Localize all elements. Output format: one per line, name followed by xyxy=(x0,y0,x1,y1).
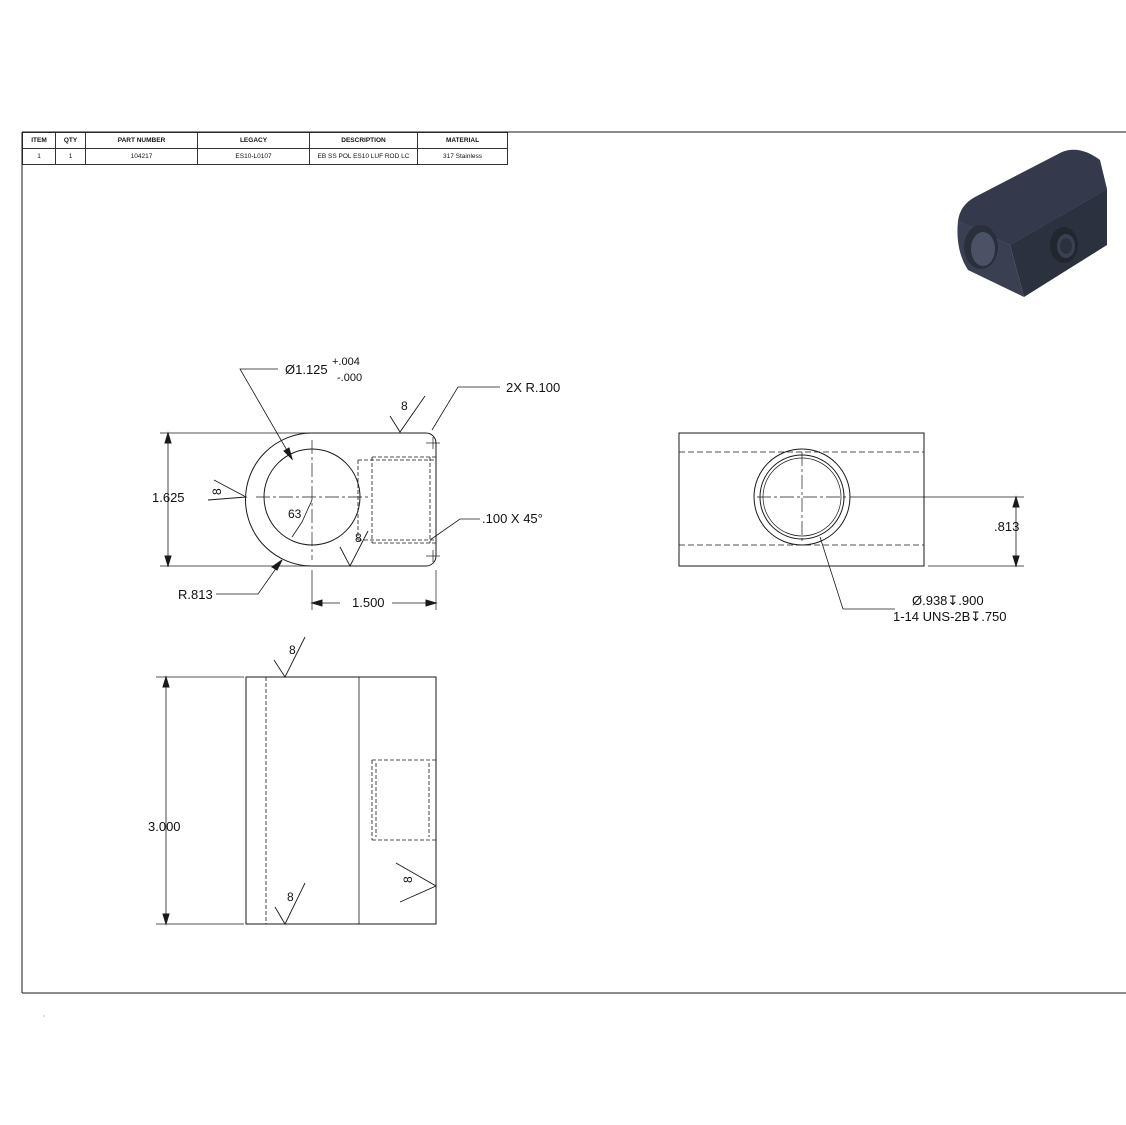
surface-finish-bottom-label: 8 xyxy=(355,531,362,545)
chamfer-callout-label: .100 X 45° xyxy=(482,511,543,526)
front-hidden-thread xyxy=(357,456,436,544)
surface-finish-bottom-side-label: 8 xyxy=(287,890,294,904)
surface-finish-symbol xyxy=(339,530,369,567)
bom-cell-material: 317 Stainless xyxy=(417,148,508,165)
part-isometric-icon xyxy=(957,149,1107,297)
tap-drill-label: Ø.938↧.900 xyxy=(912,593,984,608)
bom-cell-qty: 1 xyxy=(55,148,86,165)
bom-cell-description: EB SS POL ES10 LUF ROD LC xyxy=(309,148,418,165)
surface-finish-top-side-label: 8 xyxy=(289,643,296,657)
front-view-outline xyxy=(245,432,437,567)
surface-finish-symbol xyxy=(274,882,306,925)
surface-finish-symbol xyxy=(273,636,306,678)
outer-radius-label: R.813 xyxy=(178,587,213,602)
bore-dia-label: Ø1.125 xyxy=(285,362,328,377)
thread-callout-label: 1-14 UNS-2B↧.750 xyxy=(893,609,1007,624)
front-view xyxy=(160,368,844,610)
bore-tol-plus-label: +.004 xyxy=(332,356,360,368)
length-dim-label: 3.000 xyxy=(148,819,181,834)
side-view xyxy=(678,432,1024,610)
bom-table: ITEM QTY PART NUMBER LEGACY DESCRIPTION … xyxy=(22,132,508,165)
top-view xyxy=(156,636,437,926)
surface-finish-symbol xyxy=(207,479,248,501)
surface-finish-right-side-label: 8 xyxy=(401,876,415,883)
surface-finish-symbol xyxy=(389,395,426,433)
table-row: 1 1 104217 ES10-L0107 EB SS POL ES10 LUF… xyxy=(22,148,508,165)
side-view-outline xyxy=(678,432,925,567)
top-view-outline xyxy=(245,676,437,925)
surface-finish-left-label: 8 xyxy=(210,488,224,495)
surface-finish-top-label: 8 xyxy=(401,399,408,413)
bore-tol-minus-label: -.000 xyxy=(337,372,362,384)
sheet-border xyxy=(21,131,1126,994)
surface-finish-symbol xyxy=(395,862,437,903)
width-dim-label: 1.500 xyxy=(352,595,385,610)
front-centerlines xyxy=(256,440,370,560)
fillet-callout-label: 2X R.100 xyxy=(506,380,560,395)
height-dim-label: 1.625 xyxy=(152,490,185,505)
roughness-63-label: 63 xyxy=(288,507,302,521)
center-offset-label: .813 xyxy=(994,519,1019,534)
